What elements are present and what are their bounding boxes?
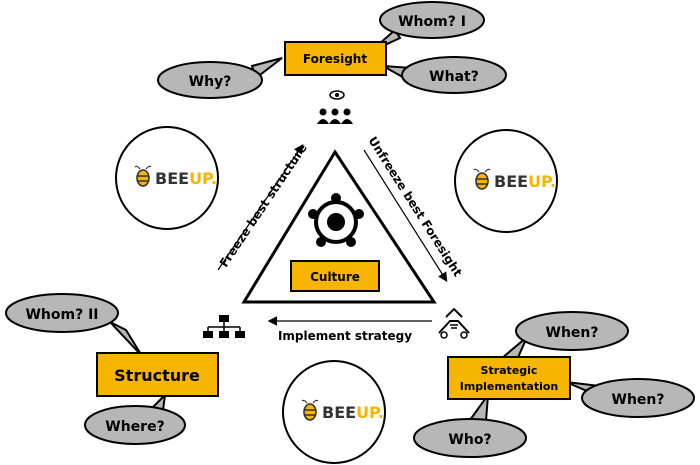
- implement-label: Implement strategy: [278, 329, 412, 343]
- freeze-arrow: [217, 144, 304, 271]
- structure-box: [96, 352, 219, 397]
- beeup-logo-right: BEEUP.: [454, 129, 558, 233]
- people-group-icon: [317, 90, 353, 124]
- logo-up-text: UP.: [356, 403, 384, 422]
- bubble-when-2-text: When?: [612, 392, 665, 408]
- strategic-implementation-box: [447, 356, 571, 400]
- bubble-who: Who?: [413, 391, 527, 458]
- org-chart-icon: [203, 315, 245, 338]
- culture-box: [290, 260, 380, 292]
- bubble-whom-1-text: Whom? I: [398, 14, 466, 30]
- strategic-label-line2: Implementation: [460, 380, 559, 393]
- beeup-logo-bottom: BEEUP.: [282, 360, 386, 464]
- strategic-label-line1: Strategic: [481, 364, 538, 377]
- bubble-when-1: When?: [499, 311, 629, 364]
- foresight-label: Foresight: [303, 52, 367, 66]
- svg-text:BEEUP.: BEEUP.: [494, 172, 556, 191]
- beeup-logo-left: BEEUP.: [115, 126, 219, 230]
- bubble-who-text: Who?: [448, 432, 491, 448]
- bubble-whom-2-text: Whom? II: [25, 307, 98, 323]
- svg-text:BEEUP.: BEEUP.: [322, 403, 384, 422]
- svg-text:BEEUP.: BEEUP.: [155, 169, 217, 188]
- unfreeze-arrow: [363, 149, 448, 283]
- bubble-when-1-text: When?: [546, 325, 599, 341]
- bubble-what-text: What?: [429, 69, 479, 85]
- bubble-where: Where?: [84, 392, 186, 445]
- logo-bee-text: BEE: [494, 172, 528, 191]
- foresight-box: [284, 41, 387, 76]
- structure-label: Structure: [114, 366, 200, 385]
- handshake-icon: [438, 307, 470, 339]
- bubble-why-text: Why?: [189, 74, 232, 90]
- logo-bee-text: BEE: [322, 403, 356, 422]
- bubble-when-2: When?: [565, 378, 695, 418]
- bubble-where-text: Where?: [105, 419, 164, 435]
- culture-label: Culture: [310, 270, 360, 284]
- logo-up-text: UP.: [528, 172, 556, 191]
- bubble-what: What?: [382, 56, 507, 94]
- bubble-whom-2: Whom? II: [5, 293, 143, 357]
- logo-up-text: UP.: [189, 169, 217, 188]
- team-circle-icon: [308, 193, 364, 247]
- logo-bee-text: BEE: [155, 169, 189, 188]
- bubble-whom-1: Whom? I: [369, 1, 485, 53]
- bubble-why: Why?: [157, 57, 283, 99]
